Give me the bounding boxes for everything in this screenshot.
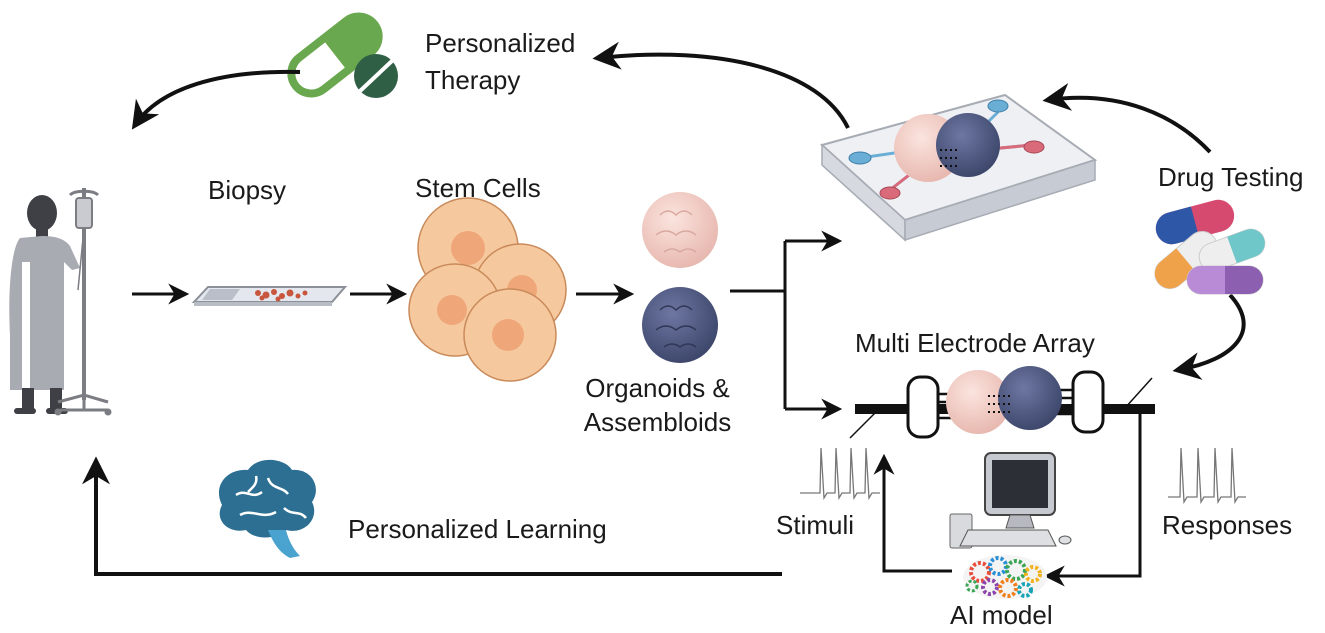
personalized-therapy-label-line2: Therapy [425, 65, 521, 95]
stem-cells-label: Stem Cells [415, 173, 541, 203]
personalized-learning-label: Personalized Learning [348, 514, 607, 544]
personalized-therapy-label-line1: Personalized [425, 28, 576, 58]
ai-model-label: AI model [950, 600, 1053, 630]
learning-to-patient-arrow [82, 456, 782, 576]
chip-to-therapy-arrow [592, 41, 850, 129]
ai-gears-icon [963, 555, 1047, 599]
drug-to-chip-arrow [1042, 83, 1212, 154]
assembloid-blue-icon [642, 287, 718, 363]
mea-icon [849, 366, 1155, 439]
stimuli-label: Stimuli [776, 510, 855, 540]
therapy-to-patient-arrow [131, 69, 301, 130]
brain-icon [218, 459, 316, 558]
organoid-pink-icon [642, 192, 718, 268]
drug-testing-label: Drug Testing [1158, 162, 1304, 192]
spike-train-responses-icon [1168, 447, 1246, 505]
responses-label: Responses [1162, 510, 1293, 540]
iv-stand-icon [54, 188, 112, 416]
pill-capsule-icon [287, 12, 383, 98]
stem-cells-icon [408, 197, 567, 382]
organoids-branch-line [730, 241, 787, 409]
drug-to-mea-arrow [1172, 293, 1246, 380]
tablet-icon [354, 54, 398, 98]
biopsy-label: Biopsy [208, 175, 287, 205]
multi-electrode-array-label: Multi Electrode Array [855, 328, 1095, 358]
patient-icon [9, 195, 80, 414]
chip-icon [819, 93, 1098, 242]
slide-icon [191, 286, 348, 306]
capsules-icon [1154, 199, 1266, 295]
responses-to-ai-arrow [1043, 413, 1142, 587]
organoids-label-line1: Organoids & [585, 373, 730, 403]
spike-train-stimuli-icon [800, 447, 880, 501]
ai-to-stimuli-arrow [873, 453, 952, 573]
computer-icon [949, 452, 1072, 549]
organoids-label-line2: Assembloids [583, 407, 732, 437]
